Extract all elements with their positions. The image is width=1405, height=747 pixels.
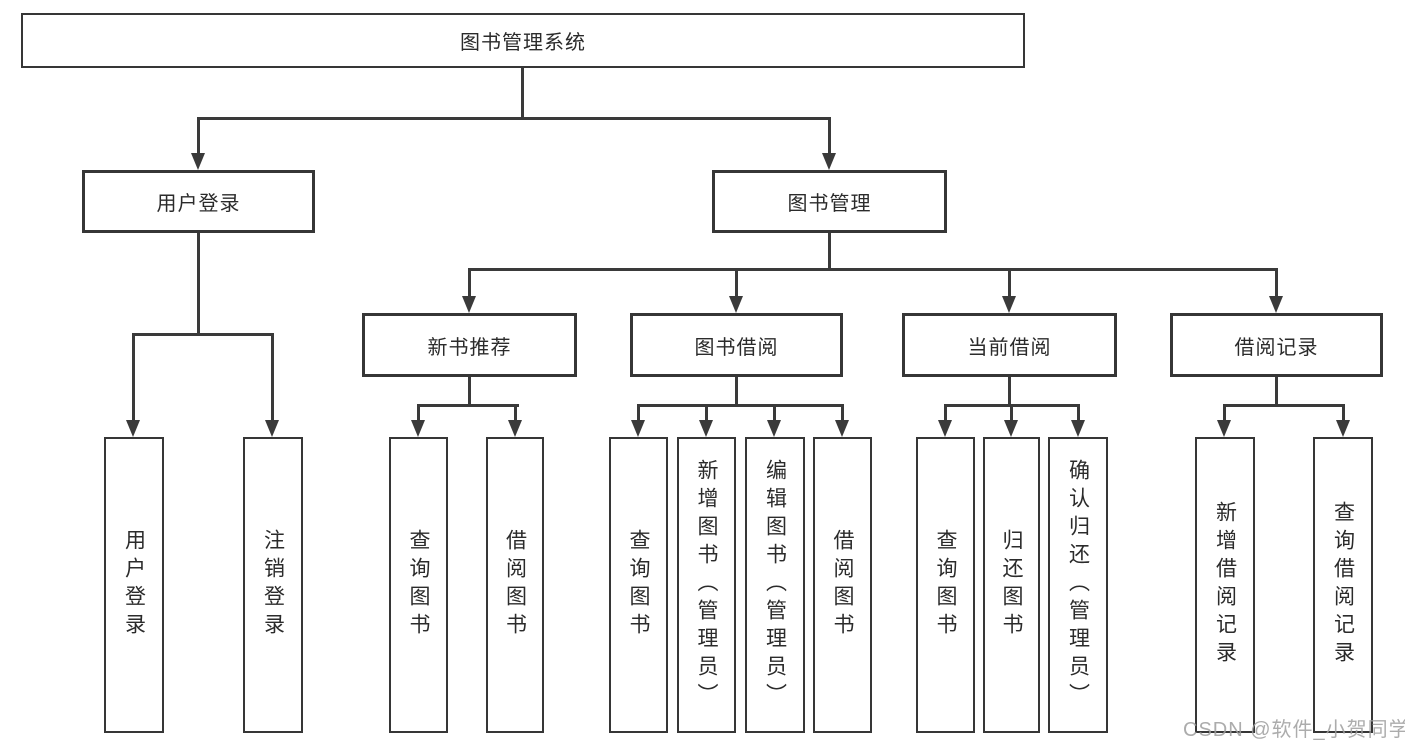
connector-line (735, 377, 738, 406)
node-new-book-recommendation: 新书推荐 (362, 313, 577, 377)
leaf-query-borrow-record: 查询借阅记录 (1313, 437, 1373, 733)
connector-line (197, 117, 831, 120)
arrowhead-icon (729, 296, 743, 313)
node-root-system: 图书管理系统 (21, 13, 1025, 68)
connector-line (1008, 268, 1011, 297)
connector-line (468, 377, 471, 406)
connector-line (637, 404, 640, 421)
connector-line (197, 233, 200, 336)
connector-line (828, 117, 831, 154)
connector-line (773, 404, 776, 421)
connector-line (1008, 377, 1011, 406)
leaf-logout: 注销登录 (243, 437, 303, 733)
connector-line (132, 333, 135, 421)
leaf-edit-books-admin: 编辑图书（管理员） (745, 437, 805, 733)
arrowhead-icon (1004, 420, 1018, 437)
connector-line (705, 404, 708, 421)
arrowhead-icon (126, 420, 140, 437)
connector-line (521, 68, 524, 119)
connector-line (1077, 404, 1080, 421)
leaf-confirm-return-admin: 确认归还（管理员） (1048, 437, 1108, 733)
connector-line (514, 404, 517, 421)
arrowhead-icon (462, 296, 476, 313)
node-book-management: 图书管理 (712, 170, 947, 233)
arrowhead-icon (631, 420, 645, 437)
connector-line (271, 333, 274, 421)
connector-line (1275, 377, 1278, 406)
connector-line (197, 117, 200, 154)
connector-line (841, 404, 844, 421)
arrowhead-icon (699, 420, 713, 437)
connector-line (828, 233, 831, 270)
connector-line (637, 404, 843, 407)
leaf-borrow-books-borrowing: 借阅图书 (813, 437, 872, 733)
arrowhead-icon (508, 420, 522, 437)
connector-line (132, 333, 274, 336)
connector-line (468, 268, 471, 297)
leaf-borrow-books-recommend: 借阅图书 (486, 437, 544, 733)
leaf-query-books-recommend: 查询图书 (389, 437, 448, 733)
arrowhead-icon (822, 153, 836, 170)
arrowhead-icon (191, 153, 205, 170)
arrowhead-icon (938, 420, 952, 437)
leaf-return-books: 归还图书 (983, 437, 1040, 733)
connector-line (468, 268, 1278, 271)
connector-line (1010, 404, 1013, 421)
csdn-watermark: CSDN @软件_小贺同学 (1183, 719, 1405, 741)
leaf-query-books-borrowing: 查询图书 (609, 437, 668, 733)
connector-line (944, 404, 947, 421)
connector-line (1275, 268, 1278, 297)
leaf-query-books-current: 查询图书 (916, 437, 975, 733)
node-current-borrowing: 当前借阅 (902, 313, 1117, 377)
connector-line (417, 404, 519, 407)
arrowhead-icon (767, 420, 781, 437)
node-borrowing-records: 借阅记录 (1170, 313, 1383, 377)
arrowhead-icon (411, 420, 425, 437)
leaf-add-books-admin: 新增图书（管理员） (677, 437, 736, 733)
node-user-login: 用户登录 (82, 170, 315, 233)
arrowhead-icon (835, 420, 849, 437)
connector-line (735, 268, 738, 297)
connector-line (1223, 404, 1226, 421)
connector-line (1223, 404, 1345, 407)
connector-line (1342, 404, 1345, 421)
node-book-borrowing: 图书借阅 (630, 313, 843, 377)
arrowhead-icon (1217, 420, 1231, 437)
arrowhead-icon (1336, 420, 1350, 437)
arrowhead-icon (1071, 420, 1085, 437)
arrowhead-icon (1269, 296, 1283, 313)
connector-line (417, 404, 420, 421)
leaf-add-borrow-record: 新增借阅记录 (1195, 437, 1255, 733)
arrowhead-icon (265, 420, 279, 437)
leaf-user-login: 用户登录 (104, 437, 164, 733)
arrowhead-icon (1002, 296, 1016, 313)
